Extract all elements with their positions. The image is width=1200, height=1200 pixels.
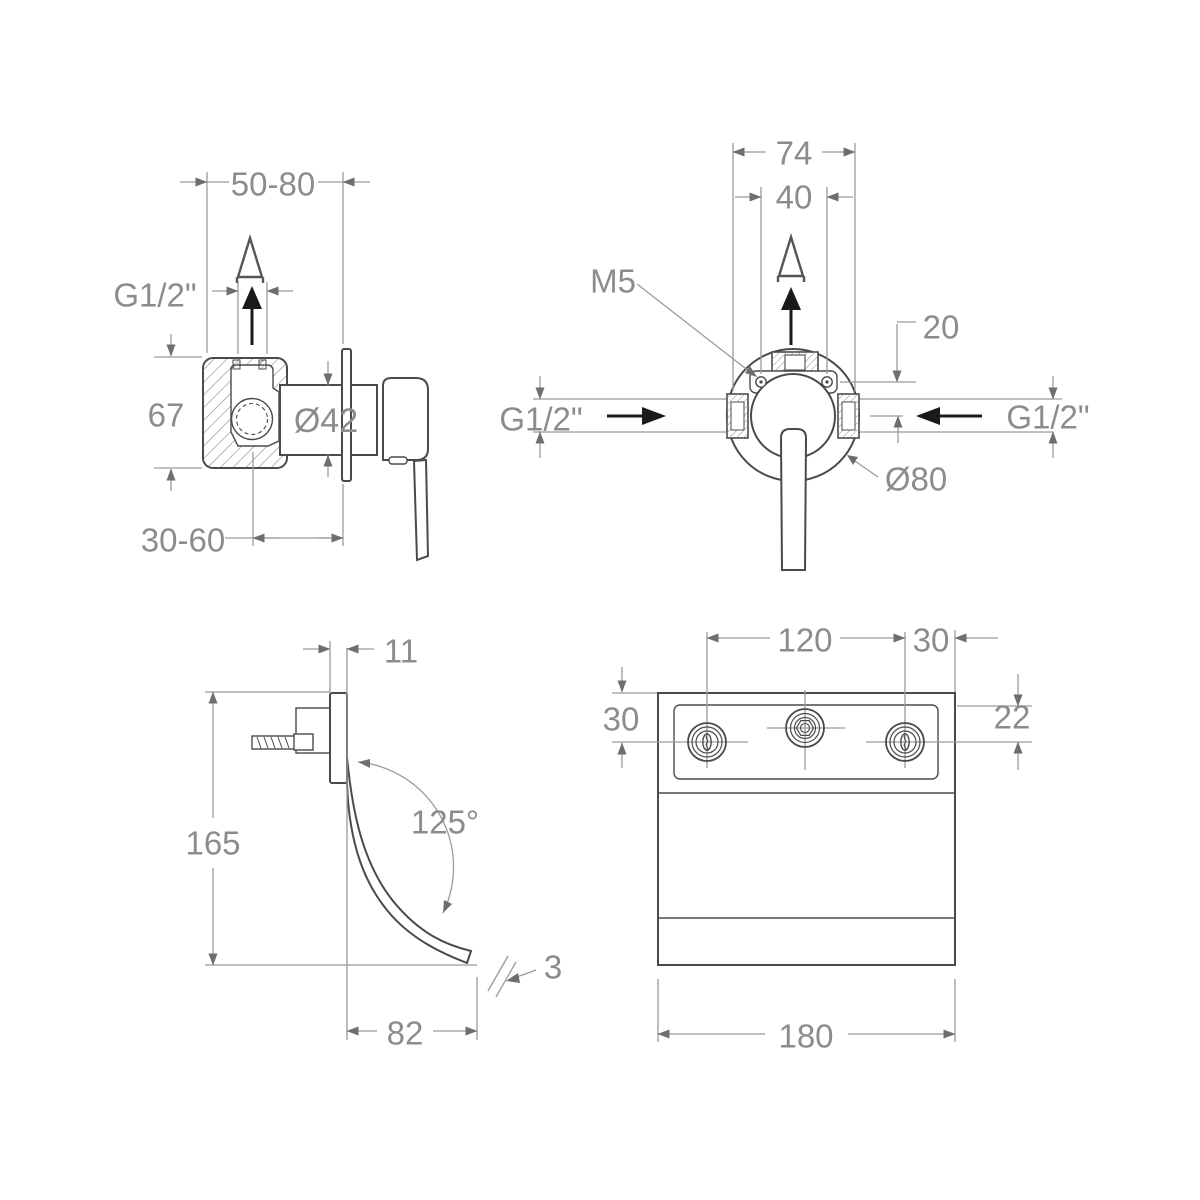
label-flange-diameter-text: Ø80 <box>885 461 947 498</box>
handle-lever-front <box>779 428 808 571</box>
cartridge-ball <box>230 397 274 441</box>
escutcheon-plate-side <box>341 348 352 482</box>
section-letter-glyph <box>776 232 806 282</box>
builtin-body-plate <box>657 692 956 966</box>
dim-spout-reach: 82 <box>346 977 478 1052</box>
flow-arrow-up-head <box>781 287 801 310</box>
dim-top-offset-label: 30 <box>603 701 640 738</box>
spout-front-view: 120 30 30 22 180 <box>603 622 1032 1055</box>
dim-outlet-offset-label: 20 <box>923 309 960 346</box>
section-letter-glyph <box>235 233 265 283</box>
thread-label-right: G1/2" <box>1006 399 1089 436</box>
cartridge-nut-left <box>232 359 241 370</box>
dim-inlet-thread-top: G1/2" <box>113 277 293 354</box>
dim-plate-width: 180 <box>657 979 956 1055</box>
dim-edge-offset: 30 <box>913 622 998 692</box>
dim-spout-reach-label: 82 <box>387 1015 424 1052</box>
dim-depth-range: 50-80 <box>180 166 370 353</box>
dim-box-height-label: 67 <box>148 397 185 434</box>
fixing-right <box>885 722 925 762</box>
label-m5-text: M5 <box>590 263 636 300</box>
thread-label-top: G1/2" <box>113 277 196 314</box>
dim-body-width-label: 74 <box>776 135 813 172</box>
section-marker-a-front <box>776 232 806 345</box>
thread-ticks <box>256 736 290 749</box>
handle-set-screw <box>388 456 408 465</box>
label-m5: M5 <box>590 263 757 377</box>
valve-front-view: 74 40 M5 <box>499 135 1090 571</box>
dim-center-depth-range: 30-60 <box>141 452 344 559</box>
cartridge-nut-right <box>258 359 267 370</box>
handle-lever-side <box>412 458 430 562</box>
dim-mount-height: 165 <box>185 691 477 966</box>
label-flange-diameter: Ø80 <box>847 455 947 498</box>
dim-outlet-offset: 20 <box>840 309 960 443</box>
spout-side-view: 11 165 125° 3 <box>185 633 562 1052</box>
dim-edge-offset-label: 30 <box>913 622 950 659</box>
dim-mount-height-label: 165 <box>185 825 240 862</box>
dim-fixing-spacing: 120 <box>706 622 906 659</box>
dim-spout-angle-label: 125° <box>411 804 479 841</box>
flow-arrow-up-head <box>242 286 262 309</box>
flow-arrow-left-head <box>916 407 940 425</box>
dim-fixing-spacing-label: 120 <box>777 622 832 659</box>
fixing-left <box>687 722 727 762</box>
port-right <box>837 393 860 439</box>
dim-body-diameter-label: Ø42 <box>294 402 358 440</box>
dim-center-depth-label: 30-60 <box>141 522 225 559</box>
section-marker-a-side <box>235 233 265 345</box>
dim-screw-spacing-label: 40 <box>776 179 813 216</box>
dim-plate-thickness-label: 11 <box>384 633 418 670</box>
handle-base <box>382 377 429 461</box>
dim-recess-offset: 22 <box>957 674 1032 770</box>
port-top <box>771 351 819 373</box>
dim-plate-width-label: 180 <box>778 1018 833 1055</box>
thread-label-left: G1/2" <box>499 401 582 438</box>
dim-screw-spacing: 40 <box>735 179 853 374</box>
m5-screw-holes <box>755 376 833 388</box>
spout-curve <box>346 756 473 965</box>
flow-arrow-right-head <box>642 407 666 425</box>
spout-pipe-connector <box>293 733 314 751</box>
dim-spout-angle: 125° <box>357 759 479 914</box>
spout-wall-plate <box>329 692 348 784</box>
dim-depth-range-label: 50-80 <box>231 166 315 203</box>
dim-box-height: 67 <box>148 334 202 491</box>
port-left <box>726 393 749 439</box>
dim-body-diameter: Ø42 <box>294 361 358 477</box>
dim-body-width: 74 <box>732 135 856 391</box>
cartridge-ball-dashed <box>235 402 269 436</box>
dim-plate-thickness: 11 <box>303 633 418 1040</box>
dim-top-offset: 30 <box>603 667 657 768</box>
outlet-middle <box>785 708 825 748</box>
dim-tip-thickness: 3 <box>487 949 562 998</box>
dim-inlet-right: G1/2" <box>916 376 1090 458</box>
valve-side-view: 50-80 G1/2" 67 <box>113 166 430 562</box>
dim-recess-offset-label: 22 <box>994 699 1031 736</box>
dim-inlet-left: G1/2" <box>499 376 666 458</box>
dim-tip-thickness-label: 3 <box>544 949 562 986</box>
